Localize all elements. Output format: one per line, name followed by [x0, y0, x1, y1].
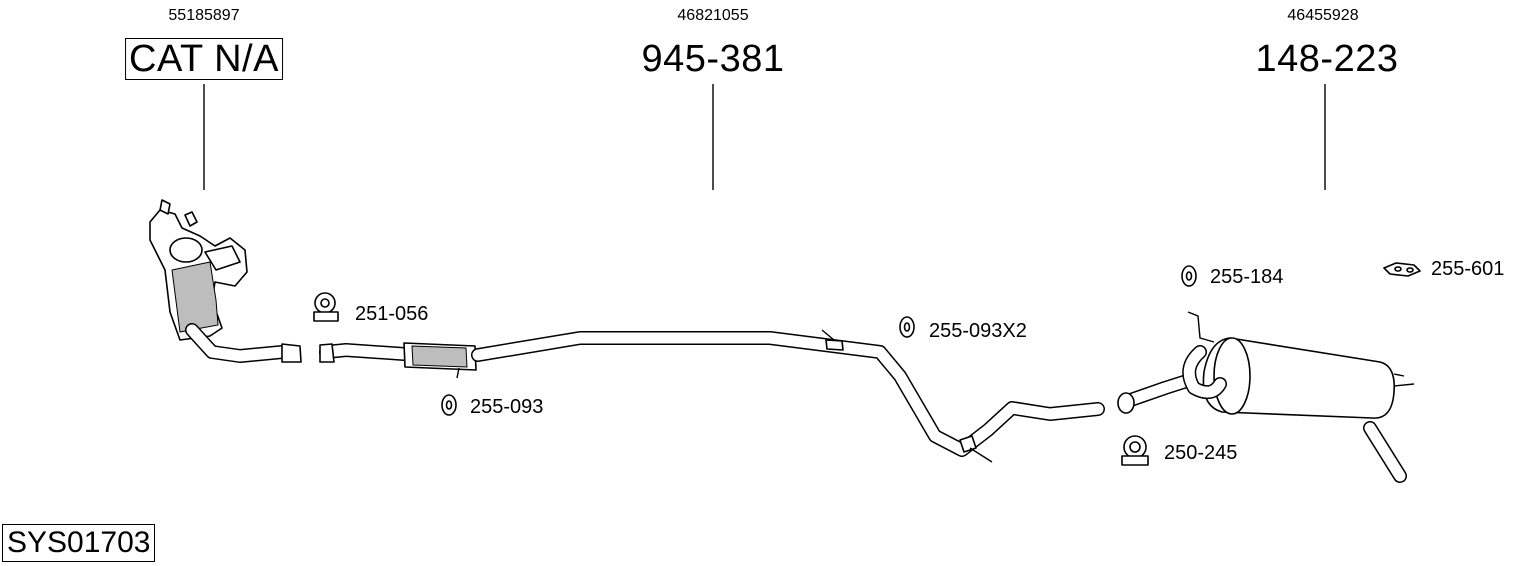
- accessory-label-clamp-2: 250-245: [1164, 442, 1238, 464]
- accessory-label-mount-1: 255-093: [470, 396, 544, 418]
- center-pipe-drawing: [319, 329, 1105, 463]
- catalytic-converter-drawing: [149, 199, 302, 363]
- oe-number-rear-muffler: 46455928: [1287, 7, 1359, 24]
- rubber-hanger-icon: [1383, 262, 1421, 277]
- accessory-label-mount-3: 255-184: [1210, 266, 1284, 288]
- rubber-mount-icon: [441, 394, 457, 416]
- rear-muffler-drawing: [1117, 311, 1415, 483]
- rubber-mount-icon: [1181, 265, 1197, 287]
- clamp-icon: [1121, 435, 1149, 466]
- clamp-icon: [313, 292, 339, 322]
- part-number-rear-muffler: 148-223: [1255, 38, 1399, 80]
- system-code: SYS01703: [2, 524, 156, 562]
- part-number-catalyst: CAT N/A: [125, 38, 283, 80]
- accessory-label-clamp-1: 251-056: [355, 303, 429, 325]
- accessory-label-mount-2: 255-093X2: [929, 320, 1027, 342]
- accessory-label-mount-4: 255-601: [1431, 258, 1505, 280]
- rubber-mount-icon: [899, 316, 915, 338]
- part-number-center-pipe: 945-381: [641, 38, 785, 80]
- oe-number-catalyst: 55185897: [168, 7, 240, 24]
- oe-number-center-pipe: 46821055: [677, 7, 749, 24]
